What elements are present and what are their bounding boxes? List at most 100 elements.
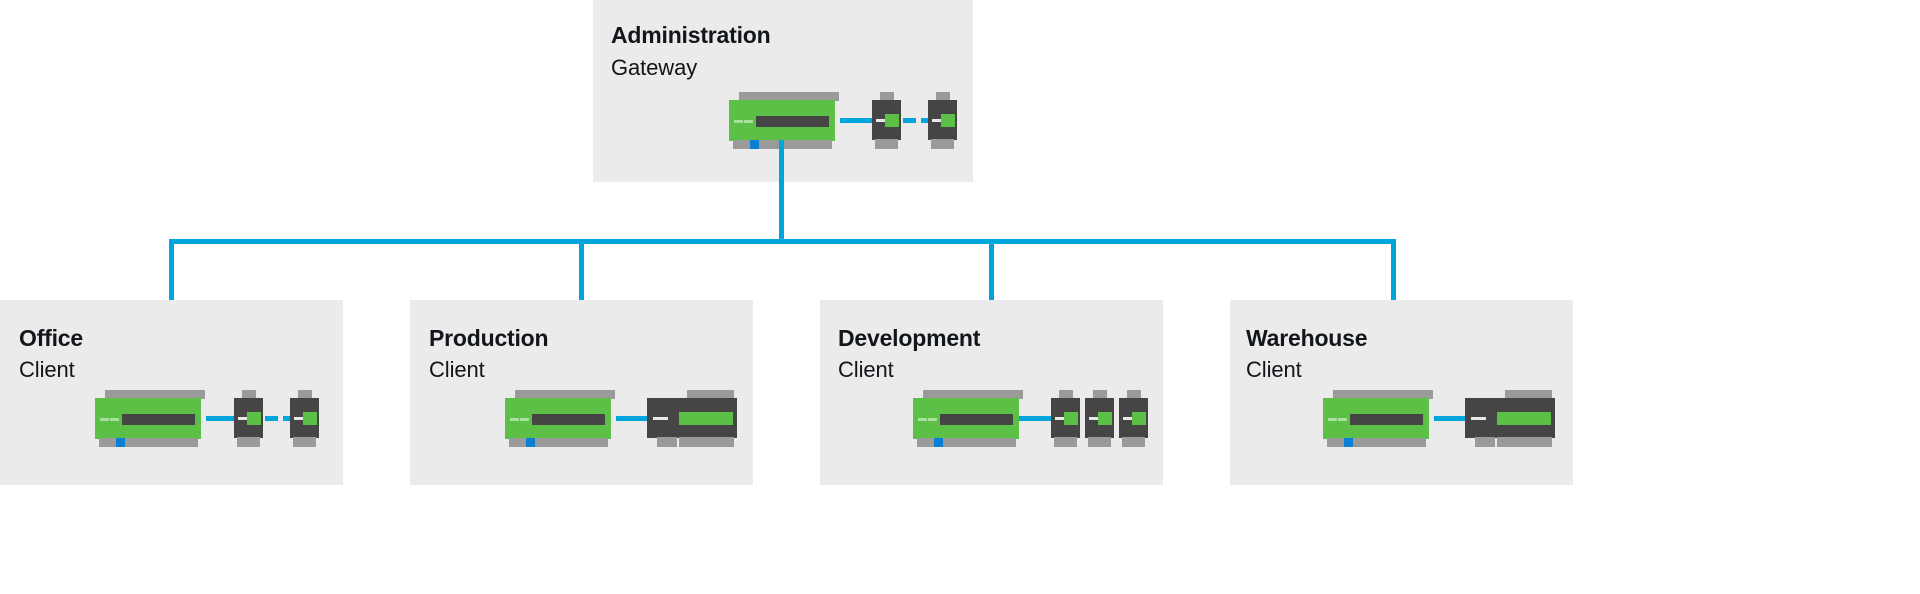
din-rail-top: [104, 390, 205, 399]
plc-foot-accent: [933, 438, 943, 447]
plc-tick: [734, 119, 744, 123]
plc-dark-bar: [940, 413, 1014, 425]
link-gateway-plc-module: [840, 118, 874, 123]
module-foot: [1053, 437, 1068, 447]
module-dash: [238, 417, 251, 420]
din-rail-bottom: [1327, 438, 1427, 447]
module-body: [1085, 398, 1114, 438]
zone-office-title: Office: [19, 325, 83, 351]
plc-foot-accent: [115, 438, 125, 447]
module-body: [1119, 398, 1148, 438]
plc-tick: [1337, 417, 1347, 421]
din-rail-top: [686, 390, 735, 399]
module-foot: [236, 437, 251, 447]
controller-body: [647, 398, 737, 438]
module-foot: [940, 139, 955, 149]
module-dash: [1123, 417, 1136, 420]
zone-production-title: Production: [429, 325, 549, 351]
module-status-bar: [1132, 412, 1146, 425]
module-foot: [1063, 437, 1078, 447]
controller-dash: [653, 417, 669, 420]
zone-development-subtitle: Client: [838, 357, 894, 382]
din-rail-top: [514, 390, 615, 399]
zone-administration-title: Administration: [611, 22, 771, 48]
controller-foot: [1474, 437, 1495, 447]
plc-dark-bar: [532, 413, 606, 425]
module-body: [290, 398, 319, 438]
module-foot: [1121, 437, 1136, 447]
din-rail-bottom-left: [917, 438, 946, 447]
module-foot: [884, 139, 899, 149]
link-office-plc-module: [206, 416, 240, 421]
module-foot: [246, 437, 261, 447]
controller-body: [1465, 398, 1555, 438]
module-foot: [874, 139, 889, 149]
plc-foot-accent: [1343, 438, 1353, 447]
module-foot: [292, 437, 307, 447]
module-tab: [1126, 390, 1141, 399]
module-dash: [932, 119, 945, 122]
device-production-controller: [647, 390, 737, 447]
device-development-module-2: [1085, 390, 1114, 447]
din-rail-bottom-left: [1327, 438, 1356, 447]
controller-foot: [656, 437, 677, 447]
module-foot: [1097, 437, 1112, 447]
device-gateway-module-1: [872, 92, 901, 149]
din-rail-top: [738, 92, 839, 101]
plc-tick: [519, 417, 529, 421]
zone-office-subtitle: Client: [19, 357, 75, 382]
link-warehouse-plc-controller: [1434, 416, 1468, 421]
plc-body: [729, 100, 835, 141]
link-gateway-module-module: [903, 118, 934, 123]
plc-tick: [743, 119, 753, 123]
plc-body: [95, 398, 201, 439]
module-body: [1051, 398, 1080, 438]
module-status-bar: [1098, 412, 1112, 425]
plc-body: [505, 398, 611, 439]
plc-tick: [1328, 417, 1338, 421]
device-office-module-1: [234, 390, 263, 447]
plc-tick: [109, 417, 119, 421]
controller-status-bar: [678, 412, 734, 425]
plc-tick: [918, 417, 928, 421]
link-development-plc-module: [1019, 416, 1053, 421]
din-rail-bottom-left: [99, 438, 128, 447]
plc-tick: [927, 417, 937, 421]
plc-body: [913, 398, 1019, 439]
zone-development-title: Development: [838, 325, 981, 351]
din-rail-top: [1504, 390, 1553, 399]
din-rail-bottom: [509, 438, 609, 447]
din-rail-bottom: [679, 437, 735, 447]
module-foot: [1087, 437, 1102, 447]
module-foot: [302, 437, 317, 447]
module-tab: [879, 92, 894, 101]
plc-dark-bar: [122, 413, 196, 425]
bus-gateway-drop: [779, 140, 784, 241]
module-status-bar: [303, 412, 317, 425]
plc-dark-bar: [756, 115, 830, 127]
module-status-bar: [885, 114, 899, 127]
device-gateway-module-2: [928, 92, 957, 149]
zone-administration-subtitle: Gateway: [611, 55, 698, 80]
din-rail-bottom: [99, 438, 199, 447]
zone-production-subtitle: Client: [429, 357, 485, 382]
module-foot: [930, 139, 945, 149]
plc-tick: [100, 417, 110, 421]
device-office-plc: [95, 390, 205, 447]
module-dash: [1055, 417, 1068, 420]
device-development-module-1: [1051, 390, 1080, 447]
bus-horizontal: [169, 239, 1396, 244]
controller-status-bar: [1496, 412, 1552, 425]
module-body: [928, 100, 957, 140]
device-office-module-2: [290, 390, 319, 447]
module-body: [234, 398, 263, 438]
module-dash: [1089, 417, 1102, 420]
din-rail-bottom: [1497, 437, 1553, 447]
device-development-module-3: [1119, 390, 1148, 447]
plc-dark-bar: [1350, 413, 1424, 425]
device-warehouse-plc: [1323, 390, 1433, 447]
module-tab: [1058, 390, 1073, 399]
din-rail-bottom-left: [509, 438, 538, 447]
link-production-plc-controller: [616, 416, 650, 421]
